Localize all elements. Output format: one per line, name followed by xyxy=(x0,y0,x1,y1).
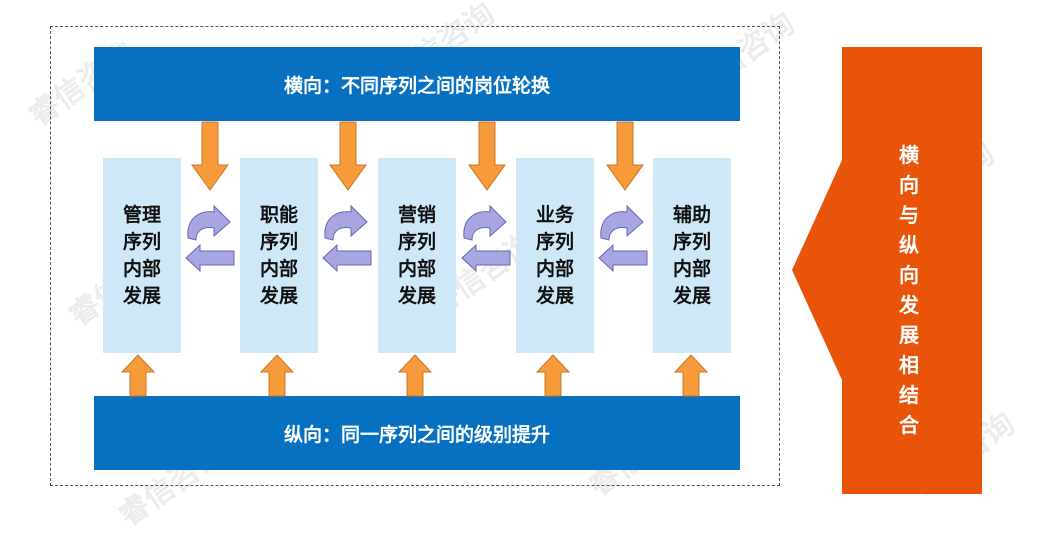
down-arrow xyxy=(468,121,506,191)
down-arrow xyxy=(329,121,367,191)
sequence-column-business: 业务序列内部发展 xyxy=(516,158,594,353)
sequence-label: 职能序列内部发展 xyxy=(259,203,298,307)
down-arrow xyxy=(191,121,229,191)
up-arrow xyxy=(535,354,571,397)
side-block-arrow xyxy=(792,47,982,494)
sequence-column-auxiliary: 辅助序列内部发展 xyxy=(653,158,731,353)
sequence-column-management: 管理序列内部发展 xyxy=(103,158,181,353)
up-arrow xyxy=(673,354,709,397)
sequence-label: 辅助序列内部发展 xyxy=(672,203,711,307)
down-arrow xyxy=(606,121,644,191)
rotation-cycle-icon xyxy=(461,204,511,273)
sequence-label: 管理序列内部发展 xyxy=(122,203,161,307)
rotation-cycle-icon xyxy=(185,204,235,273)
sequence-label: 营销序列内部发展 xyxy=(397,203,436,307)
diagram-frame xyxy=(50,26,780,486)
rotation-cycle-icon xyxy=(598,204,648,273)
up-arrow xyxy=(397,354,433,397)
up-arrow xyxy=(259,354,295,397)
up-arrow xyxy=(120,354,156,397)
rotation-cycle-icon xyxy=(322,204,372,273)
arrow-layer xyxy=(120,47,982,494)
sequence-column-functional: 职能序列内部发展 xyxy=(240,158,318,353)
horizontal-banner-label: 横向：不同序列之间的岗位轮换 xyxy=(283,74,550,97)
sequence-label: 业务序列内部发展 xyxy=(535,203,574,307)
horizontal-rotation-banner: 横向：不同序列之间的岗位轮换 xyxy=(94,47,740,121)
vertical-promotion-banner: 纵向：同一序列之间的级别提升 xyxy=(94,396,740,470)
vertical-banner-label: 纵向：同一序列之间的级别提升 xyxy=(283,423,550,446)
side-label: 横向与纵向发展相结合 xyxy=(899,143,919,437)
sequence-column-marketing: 营销序列内部发展 xyxy=(378,158,456,353)
